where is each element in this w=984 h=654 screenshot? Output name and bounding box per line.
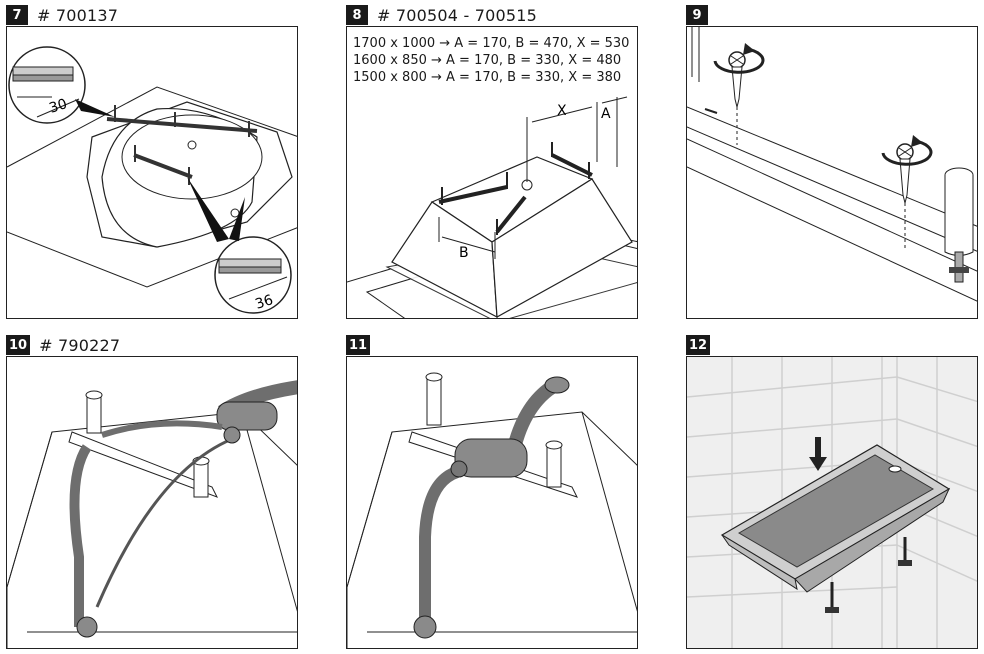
callout-36: 36 (187, 177, 292, 314)
corner-tub-drawing: 30 36 (7, 46, 297, 314)
tub-foot (944, 167, 974, 283)
drain-install-drawing (7, 380, 297, 648)
screw-icon (728, 51, 746, 145)
step-11-panel: 11 (346, 334, 638, 650)
article-code: # 700137 (37, 5, 119, 25)
dimension-label: 36 (253, 292, 275, 313)
step-number: 10 (6, 335, 31, 355)
step-number: 9 (686, 5, 708, 25)
screw-fixing-drawing (687, 27, 977, 302)
step-8-panel: 8 # 700504 - 700515 1700 x 1000 → A = 17… (346, 4, 638, 319)
step-12-illustration (686, 356, 978, 649)
step-12-panel: 12 (686, 334, 978, 650)
size-table: 1700 x 1000 → A = 170, B = 470, X = 530 … (353, 35, 629, 86)
rotate-arrow-icon (713, 43, 765, 74)
step-10-panel: 10 # 790227 (6, 334, 298, 650)
dimension-a: A (601, 106, 611, 122)
rotate-arrow-icon (881, 135, 933, 166)
step-number: 8 (346, 5, 368, 25)
step-number: 7 (6, 5, 28, 25)
dimension-lines: X A B (438, 96, 628, 261)
dimension-label: 30 (47, 96, 69, 117)
step-number: 12 (686, 335, 711, 355)
step-8-illustration: 1700 x 1000 → A = 170, B = 470, X = 530 … (346, 26, 638, 319)
step-7-illustration: 30 36 (6, 26, 298, 319)
article-code: # 790227 (39, 335, 121, 355)
waste-pipe (413, 376, 570, 639)
size-row: 1700 x 1000 → A = 170, B = 470, X = 530 (353, 36, 630, 51)
waste-pipe (69, 380, 297, 638)
step-9-illustration (686, 26, 978, 319)
step-number: 11 (346, 335, 371, 355)
dimension-x: X (557, 103, 567, 119)
bathtub (720, 444, 951, 613)
step-9-panel: 9 (686, 4, 978, 319)
size-row: 1600 x 850 → A = 170, B = 330, X = 480 (353, 53, 622, 68)
size-row: 1500 x 800 → A = 170, B = 330, X = 380 (353, 70, 622, 85)
step-10-illustration (6, 356, 298, 649)
mounting-rail (438, 142, 593, 235)
callout-30: 30 (8, 46, 115, 124)
tub-placement-drawing (687, 357, 977, 648)
article-code: # 700504 - 700515 (377, 5, 537, 25)
step-11-illustration (346, 356, 638, 649)
rect-tub-drawing: X A B (347, 96, 637, 318)
dimension-b: B (459, 245, 469, 261)
step-7-panel: 7 # 700137 (6, 4, 298, 319)
drain-connected-drawing (347, 372, 637, 648)
mounting-rail (106, 105, 258, 185)
screw-icon (896, 143, 914, 249)
down-arrow-icon (809, 437, 827, 471)
